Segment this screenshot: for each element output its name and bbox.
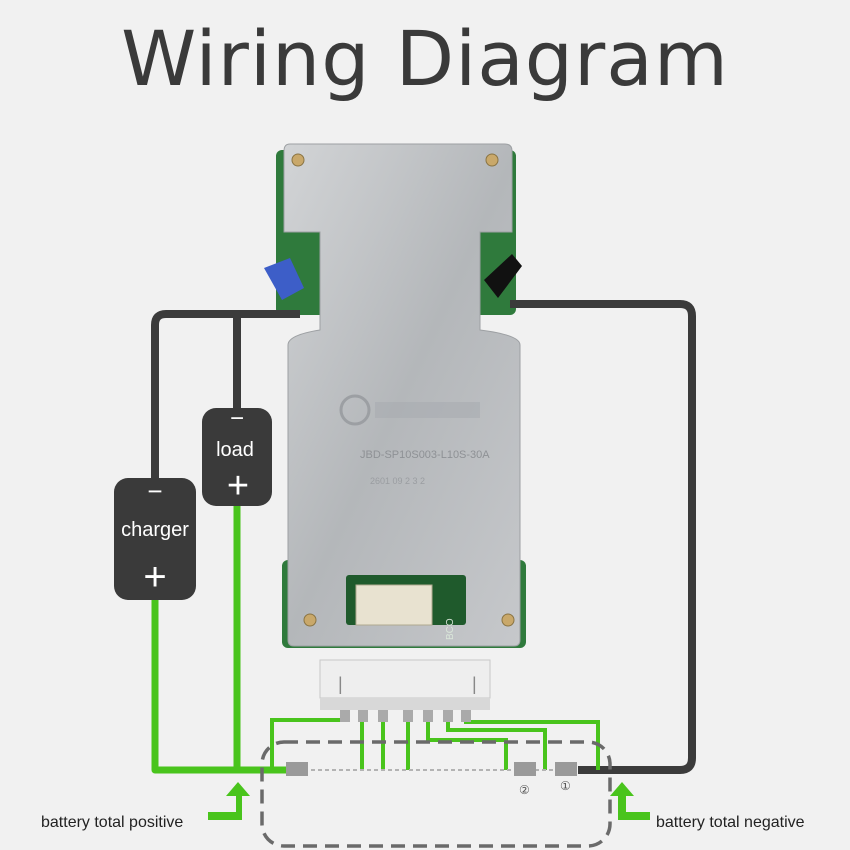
cell-2-label: ② [519, 783, 530, 797]
page-title: Wiring Diagram [121, 14, 729, 103]
screw [501, 613, 515, 627]
board-model-text: JBD-SP10S003-L10S-30A [360, 449, 490, 461]
charger-label: charger [121, 519, 189, 541]
wire-charger-positive [151, 590, 290, 774]
battery-total-negative-label: battery total negative [656, 814, 805, 831]
load-label: load [216, 439, 254, 461]
wire-battery-negative [510, 300, 696, 774]
load-plus-sign: + [227, 465, 249, 507]
screw [303, 613, 317, 627]
black-wire-stub [484, 254, 522, 298]
balance-lead [446, 715, 547, 770]
battery-pack-outline [260, 740, 612, 848]
balance-label: BCO [445, 618, 456, 640]
heatsink-cover [283, 143, 521, 647]
logo-mark [339, 394, 371, 426]
positive-wires [151, 500, 290, 774]
screw [485, 153, 499, 167]
logo-text-block [375, 402, 480, 418]
battery-cell-strip: ② ① [286, 762, 577, 797]
load-terminal: − load + [202, 405, 272, 507]
battery-positive-terminal [286, 762, 308, 776]
cell-1-terminal [555, 762, 577, 776]
charger-minus-sign: − [147, 476, 162, 506]
wire-charger-negative [151, 310, 300, 485]
board-serial-text: 2601 09 2 3 2 [370, 476, 425, 486]
cell-1-label: ① [560, 779, 571, 793]
charger-terminal: − charger + [114, 476, 196, 600]
battery-total-positive-label: battery total positive [41, 814, 184, 831]
negative-wires [151, 300, 696, 774]
balance-plug: | | [319, 659, 491, 722]
balance-lead [426, 715, 508, 770]
charger-plus-sign: + [143, 555, 166, 599]
arrow-battery-negative [610, 782, 650, 820]
cell-2-terminal [514, 762, 536, 776]
balance-connector [355, 584, 433, 626]
screw [291, 153, 305, 167]
plug-mark-right: | [472, 674, 477, 694]
bms-board: JBD-SP10S003-L10S-30A 2601 09 2 3 2 BCO [264, 143, 526, 648]
blue-wire-stub [264, 258, 304, 300]
load-minus-sign: − [230, 405, 244, 432]
arrow-battery-positive [208, 782, 250, 820]
plug-mark-left: | [338, 674, 343, 694]
